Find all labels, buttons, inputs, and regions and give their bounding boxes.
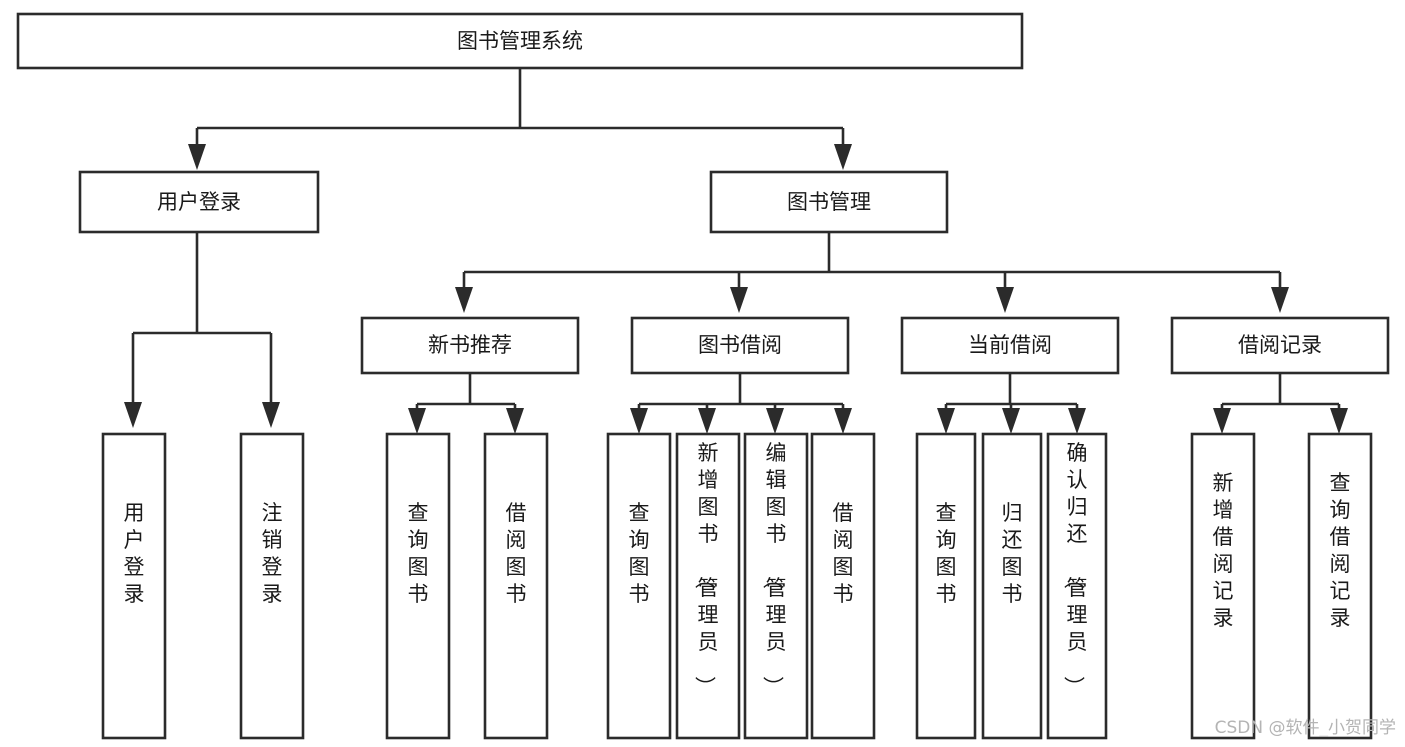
node-leaf-query-book-1-label: 查询图书	[408, 501, 429, 606]
node-new-book-recommend[interactable]: 新书推荐	[360, 316, 580, 375]
arrow-to-new-book-recommend	[455, 287, 473, 313]
arrow-to-leaf-user-login	[124, 402, 142, 428]
node-leaf-query-book-2[interactable]: 查询图书	[606, 432, 672, 740]
node-new-book-recommend-label: 新书推荐	[428, 333, 512, 357]
node-book-manage[interactable]: 图书管理	[709, 170, 949, 234]
node-leaf-confirm-return[interactable]: 确认归还（管理员）	[1046, 432, 1108, 740]
arrow-to-user-login	[188, 144, 206, 170]
node-leaf-user-login[interactable]: 用户登录	[101, 432, 167, 740]
arrow-to-leaf-query-record	[1330, 408, 1348, 434]
connector-user-login-to-leaves	[124, 232, 280, 428]
node-leaf-query-book-2-label: 查询图书	[629, 501, 650, 606]
node-leaf-add-book[interactable]: 新增图书（管理员）	[675, 432, 741, 740]
node-leaf-logout-login[interactable]: 注销登录	[239, 432, 305, 740]
node-leaf-query-book-3[interactable]: 查询图书	[915, 432, 977, 740]
node-leaf-query-record[interactable]: 查询借阅记录	[1307, 432, 1373, 740]
arrow-to-leaf-query-book-2	[630, 408, 648, 434]
arrow-to-leaf-add-record	[1213, 408, 1231, 434]
node-leaf-confirm-return-label: 确认归还（管理员）	[1062, 441, 1088, 697]
connector-root-to-level2	[188, 68, 852, 170]
connector-borrow-record-to-leaves	[1213, 373, 1348, 434]
node-borrow-record[interactable]: 借阅记录	[1170, 316, 1390, 375]
arrow-to-leaf-edit-book	[766, 408, 784, 434]
node-leaf-add-record[interactable]: 新增借阅记录	[1190, 432, 1256, 740]
node-current-borrow-label: 当前借阅	[968, 333, 1052, 357]
node-leaf-return-book[interactable]: 归还图书	[981, 432, 1043, 740]
node-leaf-borrow-book-1[interactable]: 借阅图书	[483, 432, 549, 740]
connector-new-book-recommend-to-leaves	[408, 373, 524, 434]
connector-book-manage-to-level3	[455, 232, 1289, 313]
arrow-to-book-borrow	[730, 287, 748, 313]
connector-current-borrow-to-leaves	[937, 373, 1086, 434]
arrow-to-borrow-record	[1271, 287, 1289, 313]
node-leaf-edit-book[interactable]: 编辑图书（管理员）	[743, 432, 809, 740]
node-leaf-borrow-book-1-label: 借阅图书	[506, 501, 527, 606]
node-leaf-query-book-3-label: 查询图书	[936, 501, 957, 606]
node-leaf-edit-book-label: 编辑图书（管理员）	[761, 441, 787, 697]
node-user-login-label: 用户登录	[157, 190, 241, 214]
connector-book-borrow-to-leaves	[630, 373, 852, 434]
node-leaf-query-book-1[interactable]: 查询图书	[385, 432, 451, 740]
arrow-to-current-borrow	[996, 287, 1014, 313]
node-root[interactable]: 图书管理系统	[16, 12, 1024, 70]
watermark-label: CSDN @软件_小贺同学	[1215, 718, 1396, 738]
node-leaf-return-book-label: 归还图书	[1002, 501, 1023, 606]
node-user-login[interactable]: 用户登录	[78, 170, 320, 234]
node-current-borrow[interactable]: 当前借阅	[900, 316, 1120, 375]
arrow-to-leaf-query-book-3	[937, 408, 955, 434]
node-leaf-borrow-book-2[interactable]: 借阅图书	[810, 432, 876, 740]
arrow-to-book-manage	[834, 144, 852, 170]
node-leaf-add-book-label: 新增图书（管理员）	[693, 441, 719, 697]
node-leaf-logout-login-label: 注销登录	[262, 501, 283, 606]
node-leaf-query-record-label: 查询借阅记录	[1330, 471, 1351, 630]
arrow-to-leaf-logout-login	[262, 402, 280, 428]
node-leaf-user-login-label: 用户登录	[124, 501, 145, 606]
arrow-to-leaf-query-book-1	[408, 408, 426, 434]
node-root-label: 图书管理系统	[457, 29, 583, 53]
arrow-to-leaf-borrow-book-1	[506, 408, 524, 434]
arrow-to-leaf-borrow-book-2	[834, 408, 852, 434]
arrow-to-leaf-confirm-return	[1068, 408, 1086, 434]
node-borrow-record-label: 借阅记录	[1238, 333, 1322, 357]
node-leaf-borrow-book-2-label: 借阅图书	[833, 501, 854, 606]
arrow-to-leaf-return-book	[1002, 408, 1020, 434]
node-book-borrow[interactable]: 图书借阅	[630, 316, 850, 375]
node-leaf-add-record-label: 新增借阅记录	[1213, 471, 1234, 630]
arrow-to-leaf-add-book	[698, 408, 716, 434]
node-book-borrow-label: 图书借阅	[698, 333, 782, 357]
node-book-manage-label: 图书管理	[787, 190, 871, 214]
